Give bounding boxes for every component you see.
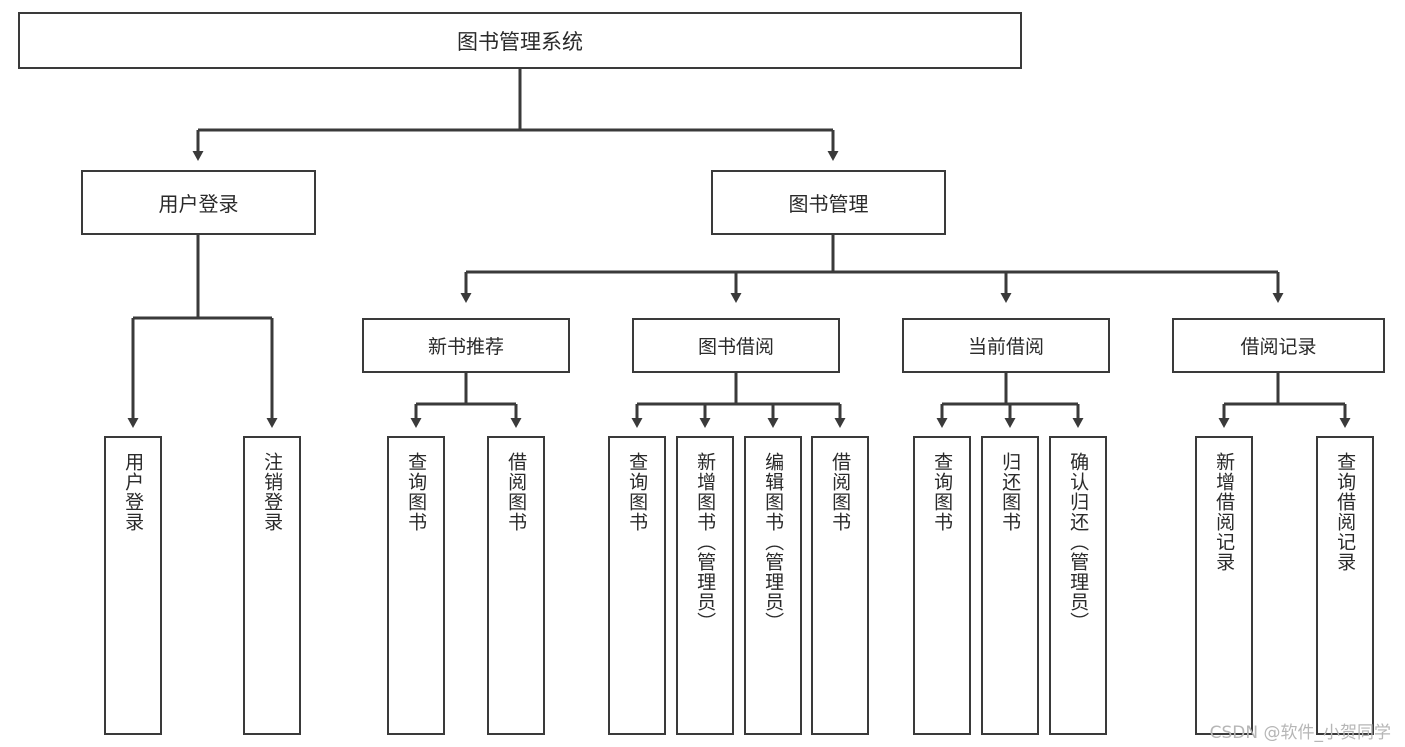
node-book-borrow[interactable]: 图书借阅 bbox=[632, 318, 840, 373]
node-current-borrow[interactable]: 当前借阅 bbox=[902, 318, 1110, 373]
leaf-borrow-records-1[interactable]: 新增借阅记录 bbox=[1195, 436, 1253, 735]
leaf-borrow-records-2[interactable]: 查询借阅记录 bbox=[1316, 436, 1374, 735]
node-root-label: 图书管理系统 bbox=[457, 29, 583, 54]
leaf-book-borrow-1-label: 查询图书 bbox=[626, 452, 649, 532]
node-borrow-records-label: 借阅记录 bbox=[1240, 336, 1317, 358]
node-user-login[interactable]: 用户登录 bbox=[81, 170, 316, 235]
leaf-user-login-2[interactable]: 注销登录 bbox=[243, 436, 301, 735]
leaf-book-borrow-4-label: 借阅图书 bbox=[829, 452, 852, 532]
node-book-management[interactable]: 图书管理 bbox=[711, 170, 946, 235]
leaf-current-borrow-1-label: 查询图书 bbox=[931, 452, 954, 532]
leaf-user-login-1[interactable]: 用户登录 bbox=[104, 436, 162, 735]
node-user-login-label: 用户登录 bbox=[158, 192, 239, 216]
leaf-book-borrow-2[interactable]: 新增图书（管理员） bbox=[676, 436, 734, 735]
watermark: CSDN @软件_小贺同学 bbox=[1209, 723, 1391, 743]
leaf-book-borrow-4[interactable]: 借阅图书 bbox=[811, 436, 869, 735]
node-book-management-label: 图书管理 bbox=[788, 192, 869, 216]
leaf-user-login-2-label: 注销登录 bbox=[261, 452, 284, 532]
leaf-new-book-1-label: 查询图书 bbox=[405, 452, 428, 532]
leaf-borrow-records-2-label: 查询借阅记录 bbox=[1334, 452, 1357, 572]
node-current-borrow-label: 当前借阅 bbox=[967, 336, 1044, 358]
node-new-book-recommend-label: 新书推荐 bbox=[427, 336, 504, 358]
leaf-current-borrow-3-label: 确认归还（管理员） bbox=[1067, 452, 1090, 632]
leaf-current-borrow-2[interactable]: 归还图书 bbox=[981, 436, 1039, 735]
leaf-new-book-2-label: 借阅图书 bbox=[505, 452, 528, 532]
leaf-borrow-records-1-label: 新增借阅记录 bbox=[1213, 452, 1236, 572]
leaf-book-borrow-1[interactable]: 查询图书 bbox=[608, 436, 666, 735]
leaf-current-borrow-2-label: 归还图书 bbox=[999, 452, 1022, 532]
node-book-borrow-label: 图书借阅 bbox=[697, 336, 774, 358]
node-new-book-recommend[interactable]: 新书推荐 bbox=[362, 318, 570, 373]
leaf-current-borrow-3[interactable]: 确认归还（管理员） bbox=[1049, 436, 1107, 735]
leaf-user-login-1-label: 用户登录 bbox=[122, 452, 145, 532]
leaf-current-borrow-1[interactable]: 查询图书 bbox=[913, 436, 971, 735]
leaf-book-borrow-2-label: 新增图书（管理员） bbox=[694, 452, 717, 632]
leaf-book-borrow-3-label: 编辑图书（管理员） bbox=[762, 452, 785, 632]
leaf-new-book-2[interactable]: 借阅图书 bbox=[487, 436, 545, 735]
leaf-new-book-1[interactable]: 查询图书 bbox=[387, 436, 445, 735]
leaf-book-borrow-3[interactable]: 编辑图书（管理员） bbox=[744, 436, 802, 735]
node-borrow-records[interactable]: 借阅记录 bbox=[1172, 318, 1385, 373]
node-root[interactable]: 图书管理系统 bbox=[18, 12, 1022, 69]
